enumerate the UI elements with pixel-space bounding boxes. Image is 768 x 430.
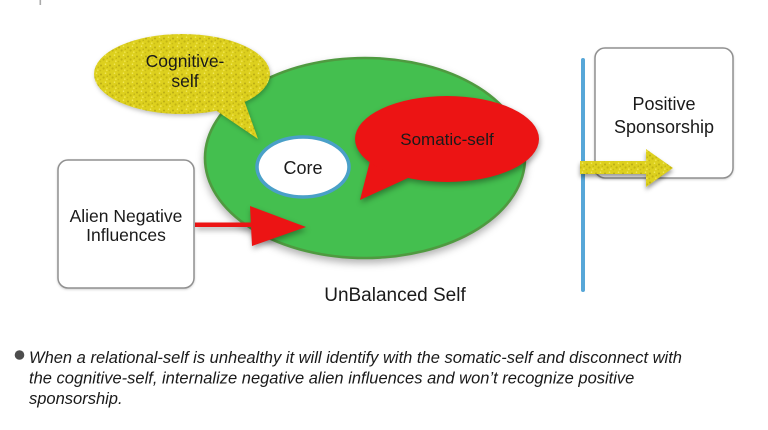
sponsorship-arrow-head bbox=[646, 149, 673, 187]
alien-negative-label-line1: Alien Negative bbox=[70, 206, 183, 226]
alien-arrow-head bbox=[250, 206, 306, 246]
cognitive-self-bubble: Cognitive- self bbox=[94, 34, 270, 139]
alien-influence-arrow bbox=[195, 206, 306, 246]
core-ellipse bbox=[255, 135, 351, 199]
somatic-bubble-body bbox=[355, 96, 539, 182]
cognitive-bubble-body bbox=[94, 34, 270, 114]
core-ellipse-group: Core bbox=[255, 135, 351, 199]
note-line-2: the cognitive-self, internalize negative… bbox=[29, 370, 634, 388]
somatic-bubble-tail bbox=[360, 161, 408, 200]
positive-sponsorship-box: Positive Sponsorship bbox=[594, 47, 734, 179]
core-label: Core bbox=[283, 158, 322, 178]
note-line-3: sponsorship. bbox=[29, 390, 123, 408]
diagram-caption: UnBalanced Self bbox=[324, 285, 466, 306]
note-line-1: When a relational-self is unhealthy it w… bbox=[29, 349, 682, 367]
positive-sponsorship-box-frame bbox=[594, 47, 734, 179]
cognitive-self-label-line1: Cognitive- bbox=[146, 51, 225, 71]
somatic-self-bubble: Somatic-self bbox=[355, 96, 539, 200]
note-paragraph: When a relational-self is unhealthy it w… bbox=[14, 349, 682, 408]
cognitive-self-label-line2: self bbox=[171, 71, 198, 91]
alien-negative-box: Alien Negative Influences bbox=[57, 159, 195, 289]
alien-arrow-shaft bbox=[195, 222, 255, 227]
positive-sponsorship-label-line2: Sponsorship bbox=[614, 117, 714, 137]
positive-sponsorship-label-line1: Positive bbox=[632, 94, 695, 114]
sponsorship-arrow-shaft bbox=[580, 161, 646, 174]
somatic-self-label: Somatic-self bbox=[400, 130, 494, 149]
bullet-icon bbox=[14, 350, 25, 360]
screen-artifact-tick bbox=[39, 0, 42, 5]
alien-negative-label-line2: Influences bbox=[86, 225, 166, 245]
sponsorship-arrow bbox=[580, 149, 673, 187]
alien-negative-box-frame bbox=[57, 159, 195, 289]
